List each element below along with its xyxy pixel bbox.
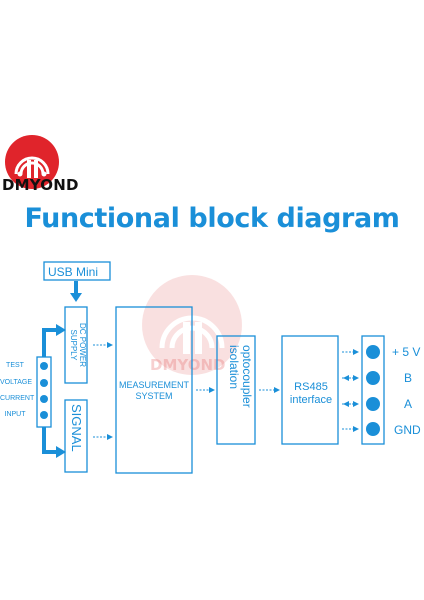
input-terminal-dot bbox=[40, 379, 48, 387]
output-terminal-dot bbox=[366, 397, 380, 411]
signal-label: SIGNAL bbox=[69, 404, 84, 452]
optocoupler-box bbox=[216, 335, 256, 445]
input-label-current: CURRENT bbox=[0, 395, 35, 402]
input-label-voltage: VOLTAGE bbox=[0, 379, 33, 386]
input-terminal-dot bbox=[40, 395, 48, 403]
output-terminal-dot bbox=[366, 345, 380, 359]
output-label-a: A bbox=[404, 397, 413, 411]
usb-mini-label: USB Mini bbox=[48, 265, 99, 279]
watermark-text: DMYOND bbox=[150, 356, 226, 374]
optocoupler-label: optocoupler isolation bbox=[227, 345, 254, 408]
input-terminal-dot bbox=[40, 362, 48, 370]
measurement-box bbox=[115, 306, 193, 474]
output-label-5v: + 5 V bbox=[392, 345, 421, 359]
output-terminal-dot bbox=[366, 422, 380, 436]
usb-mini-box bbox=[43, 261, 111, 281]
rs485-box bbox=[281, 335, 339, 445]
page-title: Functional block diagram bbox=[24, 203, 400, 234]
logo-text: DMYOND bbox=[2, 176, 79, 194]
output-terminal-block bbox=[361, 335, 385, 445]
input-label-test: TEST bbox=[6, 362, 24, 369]
brand-logo bbox=[5, 135, 59, 189]
rs485-label: RS485 interface bbox=[289, 381, 333, 406]
output-label-gnd: GND bbox=[394, 423, 421, 437]
measurement-label: MEASUREMENT SYSTEM bbox=[118, 380, 189, 401]
input-terminal-dot bbox=[40, 411, 48, 419]
dc-power-box bbox=[64, 306, 88, 384]
dc-power-label: DC POWER SUPPLY bbox=[69, 323, 87, 367]
input-label-input: INPUT bbox=[4, 411, 26, 418]
signal-box bbox=[64, 399, 88, 473]
output-terminal-dot bbox=[366, 371, 380, 385]
output-label-b: B bbox=[404, 371, 413, 385]
